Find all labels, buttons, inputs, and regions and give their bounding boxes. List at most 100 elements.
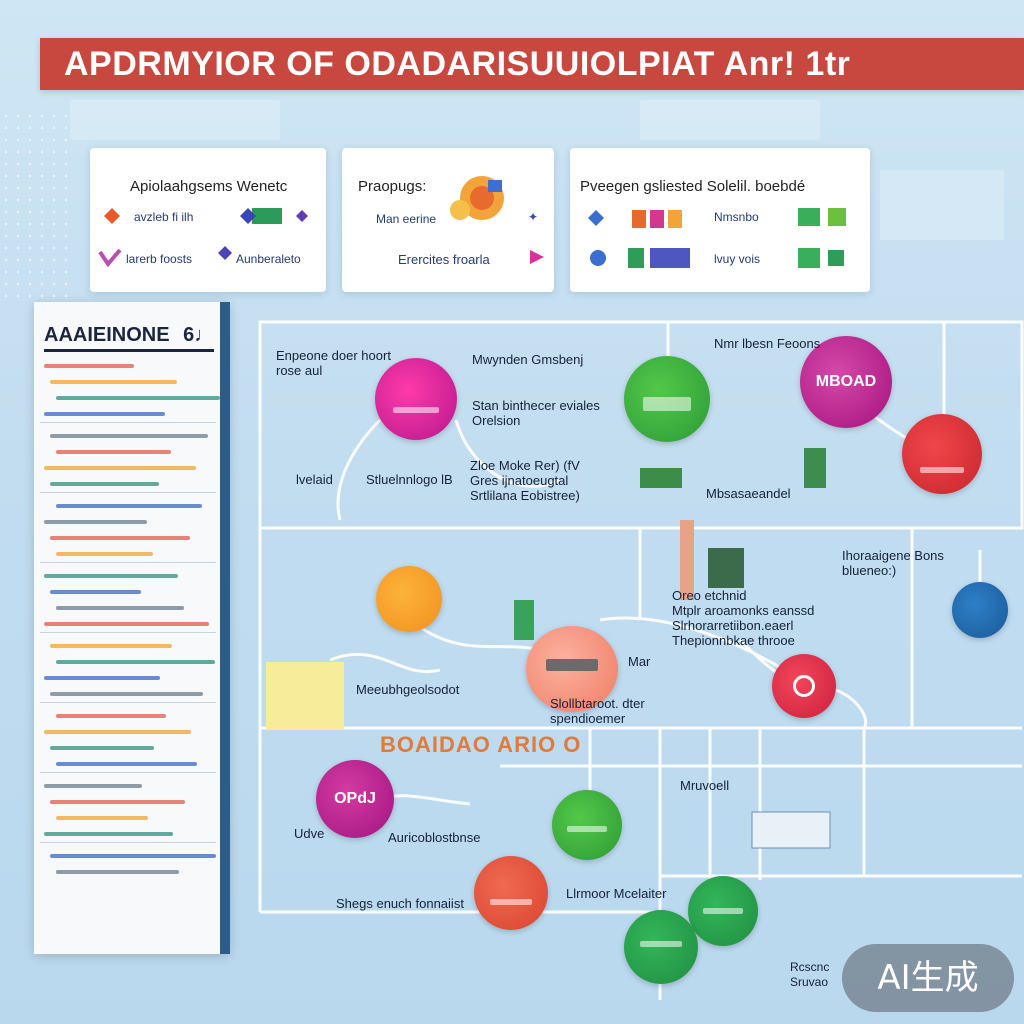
card-row-text: Nmsnbo <box>714 210 759 224</box>
diagram-label: Stluelnnlogo lB <box>366 472 453 487</box>
diagram-label: Nmr lbesn Feoons <box>714 336 821 351</box>
pillar-icon <box>680 520 694 600</box>
info-card-3: Pveegen gsliested Solelil. boebdé Nmsnbo… <box>570 148 870 292</box>
panel-text-line <box>56 816 148 820</box>
node-magenta-2[interactable]: MBOAD <box>800 336 892 428</box>
node-peach-center[interactable] <box>526 626 618 712</box>
panel-text-line <box>56 396 220 400</box>
leaf-icon <box>640 468 682 488</box>
panel-text-line <box>56 552 153 556</box>
node-blue-1[interactable] <box>952 582 1008 638</box>
panel-divider <box>40 422 216 423</box>
diamond-icon <box>104 208 120 224</box>
panel-title: AAAIEINONE 6♩ <box>44 324 215 352</box>
panel-divider <box>40 702 216 703</box>
panel-text-line <box>56 870 179 874</box>
card-row-text: Man eerine <box>376 212 437 226</box>
panel-text-line <box>50 380 177 384</box>
diagram-label: Mwynden Gmsbenj <box>472 352 584 367</box>
node-magenta-1[interactable] <box>375 358 457 440</box>
panel-divider <box>40 492 216 493</box>
diagram-label: Meeubhgeolsodot <box>356 682 460 697</box>
panel-text-line <box>50 692 203 696</box>
card-title: Praopugs: <box>358 178 427 195</box>
small-bar-icon <box>514 600 534 640</box>
panel-divider <box>40 772 216 773</box>
document-list-panel: AAAIEINONE 6♩ <box>34 302 230 954</box>
node-green-1[interactable] <box>624 356 710 442</box>
panel-divider <box>40 632 216 633</box>
diagram-label: Enpeone doer hoort rose aul <box>276 348 391 378</box>
card-row-text: lvuy vois <box>714 252 761 266</box>
diamond-icon <box>218 246 232 260</box>
card-row-text: Aunberaleto <box>236 252 301 266</box>
tree-icon <box>804 448 826 488</box>
panel-text-line <box>44 832 173 836</box>
background-panel <box>640 100 820 140</box>
diagram-label: Udve <box>294 826 325 841</box>
panel-divider <box>40 562 216 563</box>
diamond-icon <box>240 208 256 224</box>
panel-text-line <box>50 482 159 486</box>
node-magenta-3[interactable]: OPdJ <box>316 760 394 838</box>
small-card-icon <box>751 811 831 849</box>
panel-text-line <box>44 520 147 524</box>
card-row-text: larerb foosts <box>126 252 193 266</box>
diagram-label: Ihoraaigene Bons blueneo:) <box>842 548 944 578</box>
diagram-label: Llrmoor Mcelaiter <box>566 886 667 901</box>
panel-text-line <box>56 762 197 766</box>
card-row-text: Erercites froarla <box>398 252 490 267</box>
node-orange-1[interactable] <box>376 566 442 632</box>
panel-text-line <box>56 660 215 664</box>
panel-text-line <box>50 644 172 648</box>
panel-text-line <box>44 622 209 626</box>
background-dot-grid <box>0 110 70 300</box>
node-green-3[interactable] <box>688 876 758 946</box>
note-block <box>266 662 344 730</box>
ai-generated-badge: AI生成 <box>842 944 1014 1012</box>
card-title: Apiolaahgsems Wenetc <box>130 178 288 195</box>
title-banner: APDRMYIOR OF ODADARISUUIOLPIAT Anr! 1tr <box>40 38 1024 90</box>
card-icon-row <box>104 208 308 224</box>
info-card-2: Praopugs: Man eerine ✦ Erercites froarla <box>342 148 554 292</box>
panel-text-line <box>50 746 154 750</box>
background-panel <box>880 170 1004 240</box>
check-icon <box>98 248 122 268</box>
card-row-text: avzleb fi ilh <box>134 210 194 224</box>
grid-icon <box>252 208 282 224</box>
panel-text-line <box>56 714 166 718</box>
node-red-2[interactable] <box>772 654 836 718</box>
panel-text-line <box>50 590 141 594</box>
panel-text-line <box>44 466 196 470</box>
node-green-2[interactable] <box>552 790 622 860</box>
panel-text-line <box>44 574 178 578</box>
panel-text-line <box>44 784 142 788</box>
diagram-label: Slollbtaroot. dter spendioemer <box>550 696 645 726</box>
diagram-label: Mar <box>628 654 651 669</box>
panel-text-line <box>44 412 165 416</box>
ring-icon <box>793 675 815 697</box>
panel-text-line <box>56 504 202 508</box>
node-red-1[interactable] <box>902 414 982 494</box>
diagram-label: Shegs enuch fonnaiist <box>336 896 464 911</box>
diagram-label: Zloe Moke Rer) (fV Gres ijnatoeugtal Srt… <box>470 458 580 503</box>
panel-text-line <box>50 434 208 438</box>
arrow-right-icon <box>530 250 544 264</box>
panel-text-line <box>50 854 216 858</box>
panel-divider <box>40 842 216 843</box>
tree-icon <box>708 548 744 588</box>
panel-text-line <box>56 606 184 610</box>
node-red-3[interactable] <box>474 856 548 930</box>
diagram-label: Mruvoell <box>680 778 730 793</box>
gear-illustration-icon <box>450 176 504 220</box>
diagram-label: Oreo etchnid Mtplr aroamonks eanssd Slrh… <box>672 588 815 648</box>
card-title: Pveegen gsliested Solelil. boebdé <box>580 178 806 195</box>
panel-text-line <box>44 676 160 680</box>
panel-text-line <box>44 364 134 368</box>
diagram-label: Mbsasaeandel <box>706 486 791 501</box>
panel-text-line <box>44 730 191 734</box>
node-green-4[interactable] <box>624 910 698 984</box>
background-panel <box>70 100 280 140</box>
card-icon-grid <box>588 208 846 268</box>
